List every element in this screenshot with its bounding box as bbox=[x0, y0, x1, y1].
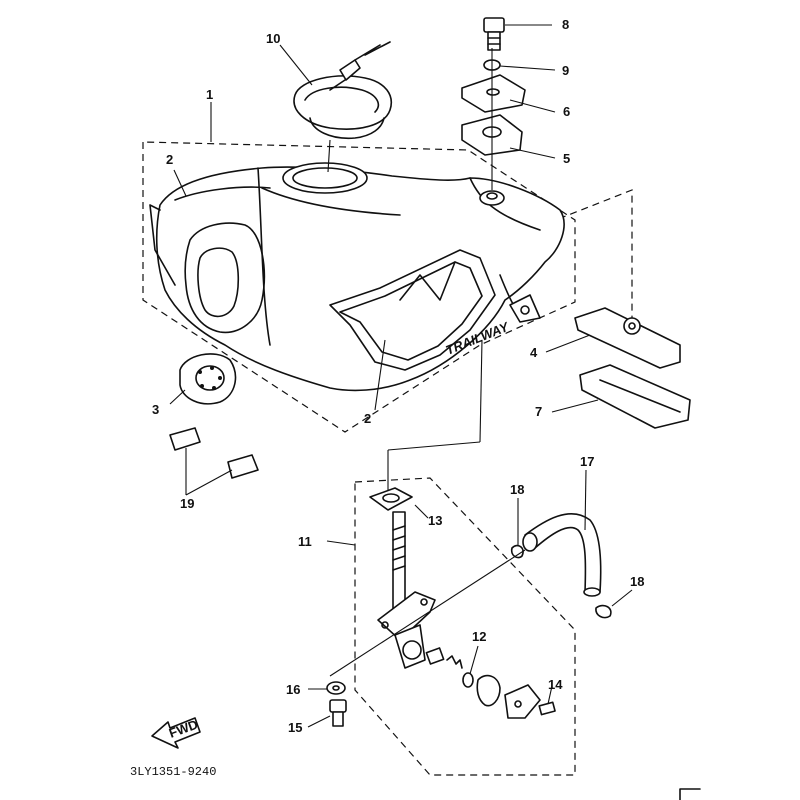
callout-5: 5 bbox=[563, 151, 570, 166]
bolt-8 bbox=[483, 17, 505, 51]
callout-19: 19 bbox=[180, 496, 194, 511]
callout-1: 1 bbox=[206, 87, 213, 102]
callout-16: 16 bbox=[286, 682, 300, 697]
fuel-cock-internals bbox=[425, 647, 556, 719]
damper-3 bbox=[179, 353, 237, 405]
callout-8: 8 bbox=[562, 17, 569, 32]
clip-18a bbox=[510, 544, 524, 559]
forward-arrow-icon: FWD bbox=[151, 717, 201, 749]
callout-17: 17 bbox=[580, 454, 594, 469]
tank-grommet-hole bbox=[486, 192, 498, 200]
fuel-cock bbox=[369, 487, 436, 669]
bracket-4 bbox=[574, 307, 681, 369]
hose-17 bbox=[522, 513, 602, 597]
callout-9: 9 bbox=[562, 63, 569, 78]
washer-16 bbox=[326, 681, 346, 695]
part-code: 3LY1351-9240 bbox=[130, 765, 216, 779]
bracket-6 bbox=[461, 74, 526, 113]
callout-7: 7 bbox=[535, 404, 542, 419]
washer-16-hole bbox=[332, 685, 340, 691]
pads-19 bbox=[169, 427, 259, 479]
callout-2a: 2 bbox=[166, 152, 173, 167]
callout-3: 3 bbox=[152, 402, 159, 417]
tank-grommet bbox=[479, 190, 505, 206]
leader-lines bbox=[169, 24, 633, 728]
callout-14: 14 bbox=[548, 677, 563, 692]
o-ring-12 bbox=[462, 672, 474, 688]
callout-13: 13 bbox=[428, 513, 442, 528]
fuel-cock-assembly-boundary bbox=[354, 477, 576, 776]
callout-6: 6 bbox=[563, 104, 570, 119]
callout-12: 12 bbox=[472, 629, 486, 644]
tank-decal: TRAILWAY bbox=[329, 249, 512, 371]
callout-18b: 18 bbox=[630, 574, 644, 589]
fuel-cap bbox=[293, 41, 392, 140]
callout-18a: 18 bbox=[510, 482, 524, 497]
callout-numbers: 1 2 2 3 4 5 6 7 8 9 10 11 12 13 14 15 16… bbox=[152, 17, 644, 735]
bolt-15 bbox=[329, 699, 347, 727]
callout-11: 11 bbox=[298, 534, 312, 549]
callout-10: 10 bbox=[266, 31, 280, 46]
callout-15: 15 bbox=[288, 720, 302, 735]
callout-2b: 2 bbox=[364, 411, 371, 426]
clip-18b bbox=[595, 604, 612, 619]
callout-4: 4 bbox=[530, 345, 538, 360]
corner-mark bbox=[679, 788, 701, 800]
pad-7 bbox=[579, 364, 691, 429]
